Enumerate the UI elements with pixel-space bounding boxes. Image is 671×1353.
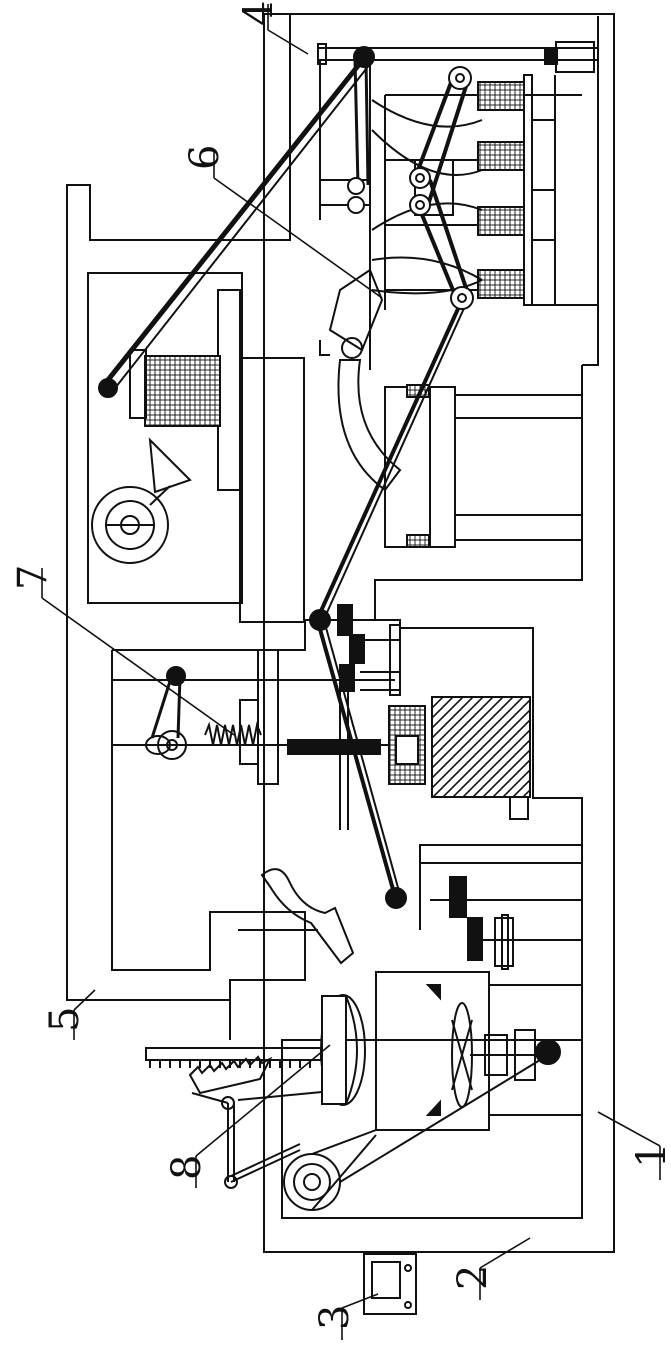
flywheel <box>284 1154 340 1210</box>
lower-rack <box>146 1048 321 1060</box>
slide-plate <box>258 650 278 784</box>
leader-6 <box>214 178 382 298</box>
hatched-block <box>432 697 530 797</box>
roller-4 <box>478 270 524 298</box>
housing-step <box>582 16 598 365</box>
main-housing <box>264 14 614 1252</box>
grinder-box <box>145 356 220 426</box>
roller-2 <box>478 142 524 170</box>
motor <box>556 42 594 72</box>
sprocket-low <box>386 888 406 908</box>
mid-frame <box>112 650 305 1000</box>
feed-panel <box>240 358 304 622</box>
leader-7 <box>42 598 234 735</box>
upper-chain <box>100 57 365 390</box>
label-3: 3 <box>312 1305 358 1330</box>
rack-bar <box>288 740 380 754</box>
sprocket-mid <box>310 610 330 630</box>
label-7: 7 <box>10 565 56 590</box>
sprocket-cam <box>167 667 185 685</box>
small-foot <box>510 797 528 819</box>
leader-1 <box>598 1112 660 1146</box>
feed-plate <box>218 290 240 490</box>
label-2: 2 <box>450 1265 496 1290</box>
funnel <box>150 440 190 492</box>
leader-4 <box>268 30 308 54</box>
label-8: 8 <box>164 1155 210 1180</box>
lower-frame <box>420 845 582 863</box>
label-1: 1 <box>629 1143 671 1168</box>
label-6: 6 <box>182 145 228 170</box>
roller-1 <box>478 82 524 110</box>
label-5: 5 <box>42 1007 88 1032</box>
label-4: 4 <box>236 1 282 26</box>
sprocket-feed <box>99 379 117 397</box>
spray-nozzle <box>262 869 353 963</box>
sprocket-tank <box>536 1040 560 1064</box>
lower-belt-a <box>316 300 462 622</box>
sprocket-top <box>354 47 374 67</box>
housing-inner-wall <box>67 14 290 1040</box>
roller-3 <box>478 207 524 235</box>
